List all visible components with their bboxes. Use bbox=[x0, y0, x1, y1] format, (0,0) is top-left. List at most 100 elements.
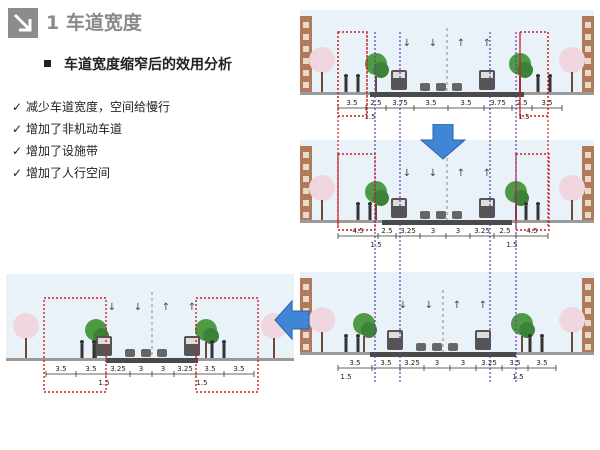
road-surface bbox=[382, 220, 512, 225]
pedestrian bbox=[356, 338, 360, 352]
lane-direction-arrow: ↑ bbox=[457, 38, 465, 49]
benefit-item: ✓减少车道宽度，空间给慢行 bbox=[12, 100, 171, 114]
street-section-original: ↓ ↓ ↑ ↑ 3.5 2.5 3.75 3.5 3.5 3.75 2.5 3.5 1.5 1.5 bbox=[300, 10, 594, 130]
car bbox=[157, 349, 167, 357]
car bbox=[448, 343, 458, 351]
dimension-label: 3.5 bbox=[425, 99, 436, 107]
dimension-label: 2.5 bbox=[499, 227, 510, 235]
car bbox=[141, 349, 151, 357]
benefit-item: ✓增加了非机动车道 bbox=[12, 122, 123, 136]
blossom-tree bbox=[309, 175, 335, 201]
lane-direction-arrow: ↓ bbox=[429, 168, 437, 179]
lane-direction-arrow: ↑ bbox=[479, 300, 487, 311]
pedestrian bbox=[524, 206, 528, 220]
dimension-label: 3 bbox=[461, 359, 465, 367]
pedestrian bbox=[92, 344, 96, 358]
car bbox=[420, 211, 430, 219]
car bbox=[432, 343, 442, 351]
pedestrian bbox=[210, 344, 214, 358]
car bbox=[436, 211, 446, 219]
pedestrian bbox=[80, 344, 84, 358]
lane-direction-arrow: ↑ bbox=[162, 302, 170, 313]
car bbox=[452, 211, 462, 219]
blossom-tree bbox=[559, 307, 585, 333]
dimension-label: 3.5 bbox=[541, 99, 552, 107]
check-icon: ✓ bbox=[12, 100, 23, 114]
pedestrian bbox=[536, 78, 540, 92]
dimension-label: 3.5 bbox=[204, 365, 215, 373]
dimension-label: 3.25 bbox=[400, 227, 416, 235]
dimension-label: 3.25 bbox=[481, 359, 497, 367]
car bbox=[436, 83, 446, 91]
dimension-label: 2.5 bbox=[516, 99, 527, 107]
pedestrian bbox=[540, 338, 544, 352]
pedestrian bbox=[528, 338, 532, 352]
lane-direction-arrow: ↓ bbox=[425, 300, 433, 311]
dimension-label: 2.5 bbox=[370, 99, 381, 107]
blossom-tree bbox=[309, 307, 335, 333]
dimension-sublabel: 1.5 bbox=[518, 113, 529, 121]
dimension-label: 3.5 bbox=[233, 365, 244, 373]
dimension-label: 3.25 bbox=[110, 365, 126, 373]
check-icon: ✓ bbox=[12, 122, 23, 136]
lane-direction-arrow: ↓ bbox=[403, 168, 411, 179]
dimension-sublabel: 1.5 bbox=[364, 113, 375, 121]
dimension-label: 3.5 bbox=[460, 99, 471, 107]
blossom-tree bbox=[13, 313, 39, 339]
car bbox=[416, 343, 426, 351]
pedestrian bbox=[548, 78, 552, 92]
lane-direction-arrow: ↓ bbox=[429, 38, 437, 49]
benefit-item: ✓增加了设施带 bbox=[12, 144, 99, 158]
blossom-tree bbox=[559, 175, 585, 201]
dimension-sublabel: 1.5 bbox=[512, 373, 523, 381]
dimension-label: 3.5 bbox=[509, 359, 520, 367]
pedestrian bbox=[356, 78, 360, 92]
dimension-label: 3.25 bbox=[404, 359, 420, 367]
lane-direction-arrow: ↑ bbox=[483, 38, 491, 49]
pedestrian bbox=[344, 338, 348, 352]
blossom-tree bbox=[309, 47, 335, 73]
car bbox=[420, 83, 430, 91]
pedestrian bbox=[536, 206, 540, 220]
road-surface bbox=[106, 358, 198, 363]
dimension-label: 3.5 bbox=[85, 365, 96, 373]
dimension-label: 3.5 bbox=[380, 359, 391, 367]
dimension-label: 3.25 bbox=[177, 365, 193, 373]
dimension-label: 4.5 bbox=[526, 227, 537, 235]
dimension-sublabel: 1.5 bbox=[98, 379, 109, 387]
blossom-tree bbox=[559, 47, 585, 73]
check-icon: ✓ bbox=[12, 166, 23, 180]
dimension-label: 3 bbox=[456, 227, 460, 235]
dimension-sublabel: 1.5 bbox=[370, 241, 381, 249]
pedestrian bbox=[356, 206, 360, 220]
lane-direction-arrow: ↑ bbox=[188, 302, 196, 313]
dimension-label: 3 bbox=[161, 365, 165, 373]
benefit-item: ✓增加了人行空间 bbox=[12, 166, 111, 180]
lane-direction-arrow: ↑ bbox=[457, 168, 465, 179]
lane-direction-arrow: ↓ bbox=[108, 302, 116, 313]
section-subtitle: 车道宽度缩窄后的效用分析 bbox=[64, 57, 232, 73]
lane-direction-arrow: ↓ bbox=[134, 302, 142, 313]
dimension-label: 3 bbox=[435, 359, 439, 367]
road-surface bbox=[370, 352, 516, 357]
square-bullet-icon bbox=[44, 60, 51, 67]
lane-direction-arrow: ↑ bbox=[453, 300, 461, 311]
dimension-label: 2.5 bbox=[381, 227, 392, 235]
lane-direction-arrow: ↓ bbox=[399, 300, 407, 311]
dimension-label: 3.75 bbox=[392, 99, 408, 107]
dimension-label: 3.5 bbox=[349, 359, 360, 367]
pedestrian bbox=[344, 78, 348, 92]
dimension-label: 3 bbox=[139, 365, 143, 373]
dimension-label: 3.5 bbox=[55, 365, 66, 373]
pedestrian bbox=[222, 344, 226, 358]
down-arrow-icon bbox=[419, 123, 467, 164]
dimension-label: 3.5 bbox=[536, 359, 547, 367]
lane-direction-arrow: ↑ bbox=[483, 168, 491, 179]
pedestrian bbox=[368, 206, 372, 220]
dimension-label: 3.5 bbox=[346, 99, 357, 107]
dimension-label: 3.75 bbox=[490, 99, 506, 107]
dimension-sublabel: 1.5 bbox=[196, 379, 207, 387]
car bbox=[125, 349, 135, 357]
lane-direction-arrow: ↓ bbox=[403, 38, 411, 49]
